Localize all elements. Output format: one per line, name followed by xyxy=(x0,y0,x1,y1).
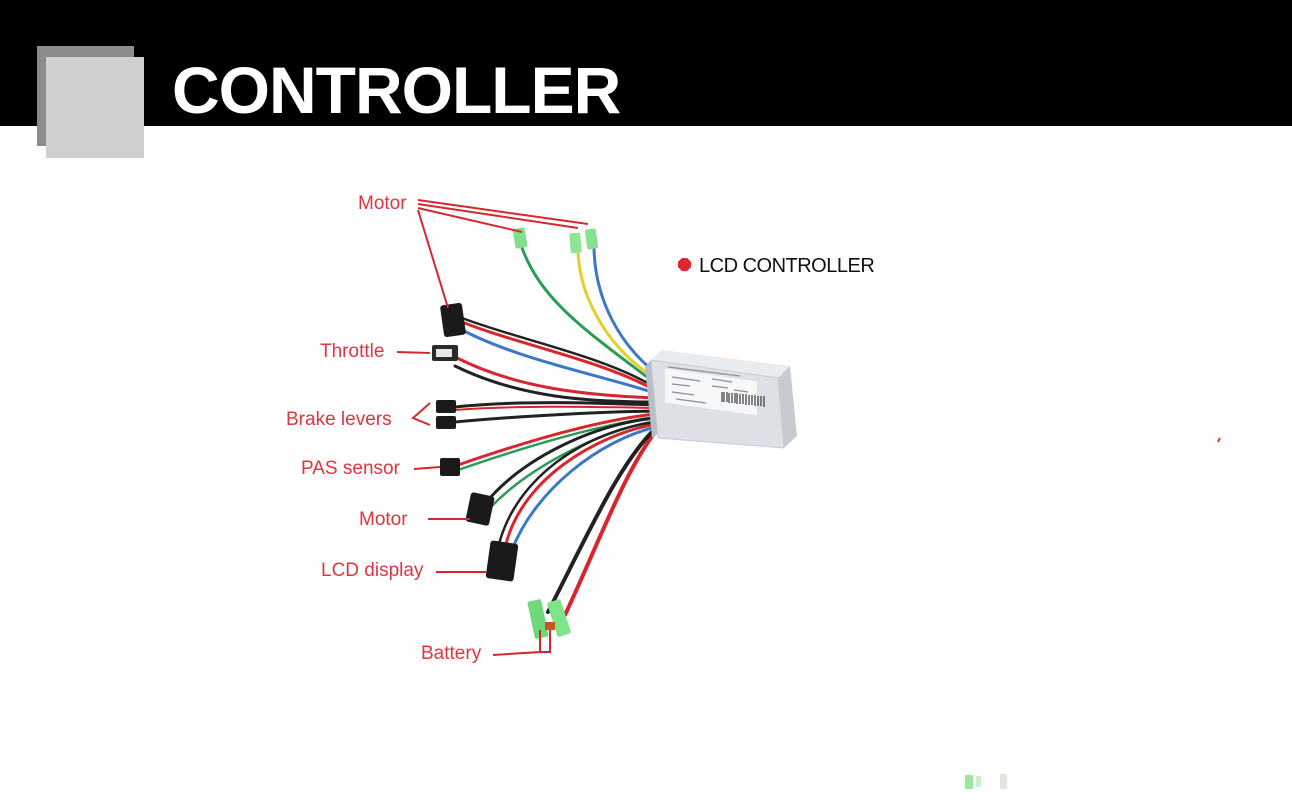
wire-throttle-black xyxy=(453,364,657,404)
wire-blue-phase xyxy=(592,246,658,375)
brake-connector-1 xyxy=(436,400,456,413)
barcode xyxy=(721,392,765,407)
wire-battery-black xyxy=(546,426,658,614)
page-title: CONTROLLER xyxy=(172,53,621,127)
label-motor-bottom: Motor xyxy=(359,509,408,530)
stray-mark xyxy=(1217,437,1221,443)
wire-yellow-phase xyxy=(576,250,657,380)
controller-box xyxy=(645,350,797,449)
label-throttle: Throttle xyxy=(320,341,385,362)
hall-connector xyxy=(440,303,466,337)
lcd-display-connector xyxy=(485,540,519,582)
wire-brake-2 xyxy=(453,409,657,424)
wire-lcd-black xyxy=(496,420,658,550)
lcd-controller-title: LCD CONTROLLER xyxy=(699,255,875,277)
wire-throttle-red xyxy=(453,355,657,400)
logo-square-front xyxy=(46,57,144,158)
connectors xyxy=(432,227,599,639)
stray-connectors-bottom xyxy=(965,774,1007,789)
label-lcd-display: LCD display xyxy=(321,560,424,581)
wire-hall-black xyxy=(460,316,657,389)
brake-connector-2 xyxy=(436,416,456,429)
battery-connectors xyxy=(527,599,571,639)
wire-motor2-black xyxy=(482,416,657,507)
wire-brake-1b xyxy=(454,405,656,411)
label-motor-top: Motor xyxy=(358,193,407,214)
wire-pas-red xyxy=(456,412,657,467)
header-bar xyxy=(0,0,1292,126)
wire-battery-red xyxy=(563,428,659,617)
pas-connector xyxy=(440,458,460,476)
motor-phase-connector-yellow xyxy=(569,232,582,254)
motor-phase-connector-blue xyxy=(584,228,599,250)
wires xyxy=(453,243,659,617)
wire-hall-red xyxy=(460,320,657,392)
leader-lines xyxy=(396,199,589,656)
label-pas-sensor: PAS sensor xyxy=(301,458,400,479)
wire-lcd-red xyxy=(503,422,658,550)
wire-brake-1 xyxy=(453,401,657,409)
bullet-icon xyxy=(678,258,691,271)
label-brake-levers: Brake levers xyxy=(286,409,392,430)
motor-bottom-connector xyxy=(465,492,495,526)
wire-green-phase xyxy=(519,243,657,385)
label-text-lines xyxy=(667,366,749,404)
wire-hall-blue xyxy=(460,328,657,395)
motor-phase-connector-green xyxy=(512,227,528,249)
label-battery: Battery xyxy=(421,643,482,664)
wire-lcd-blue xyxy=(510,425,658,552)
